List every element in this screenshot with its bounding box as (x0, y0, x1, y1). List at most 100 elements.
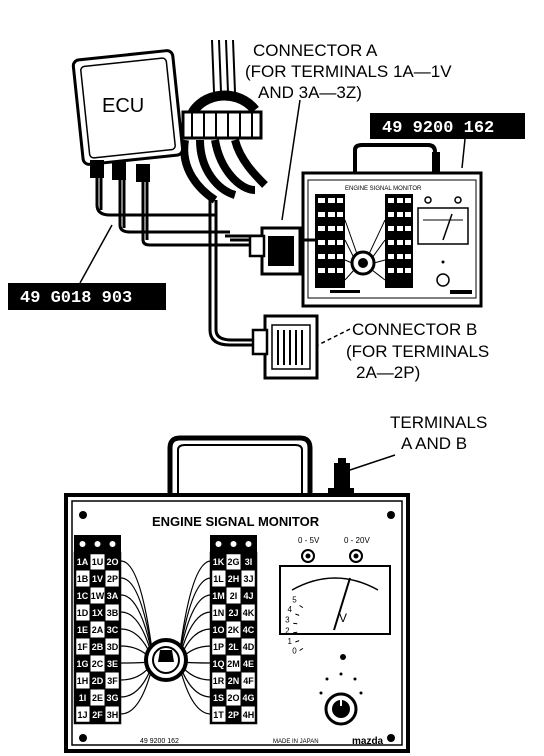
selector-wire (179, 560, 212, 651)
terminal-label: 2O (106, 557, 118, 567)
connector-a-plug (248, 226, 315, 276)
center-selector (120, 560, 212, 715)
meter-scale-label: 1 (288, 637, 293, 646)
meter-needle (333, 577, 351, 631)
meter-tick (295, 613, 300, 616)
selector-wire (179, 577, 212, 653)
terminal-label: 1V (92, 574, 103, 584)
terminal-label: 3J (243, 574, 253, 584)
terminal-label: 4C (243, 625, 255, 635)
meter-scale-label: 2 (285, 626, 290, 635)
terminal-posts (328, 458, 354, 496)
footer-made-in: MADE IN JAPAN (273, 739, 319, 745)
terminal-label: 1C (77, 591, 89, 601)
bank-header-jack (230, 541, 237, 547)
bank-header-jack (109, 541, 116, 547)
terminal-label: 1A (77, 557, 89, 567)
terminal-label: 1L (213, 574, 224, 584)
lower-controls (319, 654, 363, 726)
terminal-label: 4K (243, 608, 255, 618)
terminal-label: 2I (230, 591, 238, 601)
meter-tick (295, 640, 300, 643)
terminal-label: 4H (243, 710, 255, 720)
terminal-label: 1E (77, 625, 88, 635)
terminal-label: 3A (107, 591, 119, 601)
terminal-label: 2M (227, 659, 240, 669)
harness-part-number: 49 G018 903 (20, 289, 132, 308)
terminal-label: 1R (213, 676, 225, 686)
meter-tick (299, 605, 304, 609)
terminal-label: 2O (227, 693, 239, 703)
ecu-cables (95, 178, 270, 347)
terminal-label: 2L (228, 642, 239, 652)
terminal-label: 2F (92, 710, 103, 720)
harness-part-leader (79, 224, 113, 284)
terminal-label: 1I (79, 693, 87, 703)
connector-a-terminals: (FOR TERMINALS 1A—1V (245, 62, 452, 81)
terminal-label: 3B (107, 608, 119, 618)
monitor-part-number: 49 9200 162 (382, 119, 494, 138)
terminal-label: 1N (213, 608, 225, 618)
terminal-label: 2A (92, 625, 104, 635)
terminal-label: 2C (92, 659, 104, 669)
terminals-label: TERMINALS (390, 413, 487, 432)
terminal-label: 3F (107, 676, 118, 686)
terminal-label: 1S (213, 693, 224, 703)
small-monitor-title: ENGINE SIGNAL MONITOR (345, 186, 422, 192)
terminal-label: 1K (213, 557, 225, 567)
terminal-label: 1W (91, 591, 105, 601)
monitor-handle (167, 435, 313, 495)
terminal-label: 1G (76, 659, 88, 669)
terminal-label: 2B (92, 642, 104, 652)
terminal-label: 1X (92, 608, 103, 618)
meter-unit: V (339, 611, 347, 625)
selector-wire (120, 667, 153, 715)
terminal-label: 4E (243, 659, 254, 669)
bank-header-jack (94, 541, 101, 547)
terminal-label: 3C (107, 625, 119, 635)
terminal-label: 4D (243, 642, 255, 652)
monitor-small: ENGINE SIGNAL MONITOR (301, 143, 483, 308)
connector-a-terminals-cont: AND 3A—3Z) (258, 83, 362, 102)
meter-scale-label: 0 (292, 647, 297, 656)
selector-wire (120, 594, 153, 655)
terminal-label: 1B (77, 574, 89, 584)
ecu-unit: ECU (71, 49, 185, 182)
meter-tick (299, 647, 304, 651)
range-high-label: 0 - 20V (344, 536, 370, 545)
terminal-label: 4J (243, 591, 253, 601)
connector-b-leader (317, 328, 351, 346)
terminal-label: 2D (92, 676, 104, 686)
terminal-label: 2J (228, 608, 238, 618)
meter-scale-label: 4 (288, 605, 293, 614)
indicator-lamp (340, 654, 346, 660)
meter-scale-label: 5 (292, 595, 297, 604)
terminal-label: 3E (107, 659, 118, 669)
connector-b-title: CONNECTOR B (352, 320, 477, 339)
terminal-label: 2P (228, 710, 239, 720)
terminal-label: 1J (77, 710, 87, 720)
terminal-label: 2N (228, 676, 240, 686)
terminal-label: 1M (212, 591, 225, 601)
terminal-label: 1O (212, 625, 224, 635)
connector-b-plug (251, 314, 319, 380)
harness-bundle (180, 39, 268, 204)
footer-part-number: 49 9200 162 (140, 738, 179, 745)
selector-wire (179, 667, 212, 715)
terminal-label: 3D (107, 642, 119, 652)
connector-a-leader (281, 99, 301, 221)
bank-header-jack (245, 541, 252, 547)
terminal-label: 1T (213, 710, 224, 720)
terminals-label-cont: A AND B (401, 434, 467, 453)
terminal-label: 3G (106, 693, 118, 703)
monitor-part-tag: 49 9200 162 (370, 113, 525, 139)
monitor-part-leader (461, 138, 466, 169)
bank-header-jack (79, 541, 86, 547)
terminal-label: 4F (243, 676, 254, 686)
terminal-label: 1F (77, 642, 88, 652)
range-low-label: 0 - 5V (298, 536, 320, 545)
connector-b-terminals: (FOR TERMINALS (346, 342, 489, 361)
